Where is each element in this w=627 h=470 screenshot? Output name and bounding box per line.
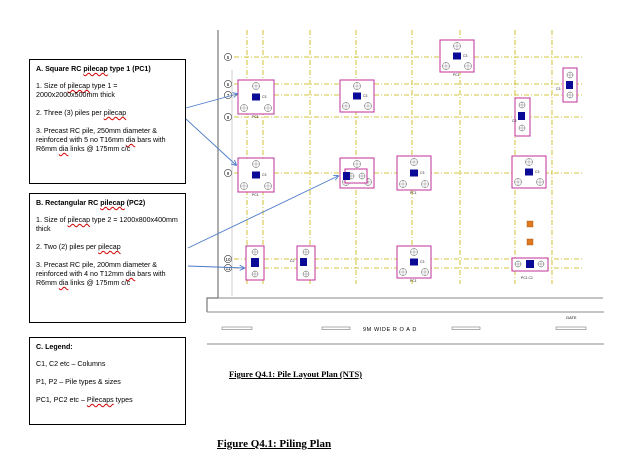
pile-type-marker xyxy=(526,238,534,246)
pile-type-marker xyxy=(526,220,534,228)
panel-pc1-item-2: 2. Three (3) piles per pilecap xyxy=(36,109,127,117)
pilecap-pc2: PC1 C1 xyxy=(511,257,549,280)
grid-label: 9 xyxy=(227,171,230,176)
panel-pc2-item-1: 1. Size of pilecap type 2 = 1200x800x400… xyxy=(36,216,178,233)
panel-pc2-title: B. Rectangular RC pilecap (PC2) xyxy=(36,199,146,207)
pointer-arrow xyxy=(185,118,236,165)
pilecap-label: PC1 xyxy=(252,115,259,119)
pilecap-pc1: C3 xyxy=(339,79,375,113)
column xyxy=(252,93,260,101)
pilecap-pc2: C3 xyxy=(556,67,578,103)
column xyxy=(453,52,461,60)
column xyxy=(252,171,260,179)
column-label: C3 xyxy=(262,173,266,177)
road-marking xyxy=(321,326,351,330)
column xyxy=(251,258,259,267)
column xyxy=(518,112,525,120)
grid-bubble xyxy=(224,169,232,177)
pilecap-label: PC1 C1 xyxy=(521,276,533,280)
grid-bubble xyxy=(224,80,232,88)
road: 9M WIDE R O A D GATE xyxy=(207,311,604,345)
panel-pc1: A. Square RC pilecap type 1 (PC1) 1. Siz… xyxy=(29,59,186,184)
column xyxy=(566,81,573,89)
column xyxy=(526,260,534,268)
site-boundary xyxy=(206,30,603,312)
grid-label: 6 xyxy=(227,82,230,87)
column xyxy=(343,172,350,180)
grid-label: 8 xyxy=(227,115,230,120)
pointer-arrows xyxy=(185,94,338,268)
panel-legend: C. Legend: C1, C2 etc – Columns P1, P2 –… xyxy=(29,337,186,425)
boundary-line xyxy=(206,30,219,312)
column xyxy=(300,258,307,266)
panel-pc2-item-3: 3. Precast RC pile, 200mm diameter & rei… xyxy=(36,261,166,287)
pointer-arrow xyxy=(185,94,237,109)
column-label: C2 xyxy=(290,259,294,263)
pilecap-pc2: C2 xyxy=(290,245,316,281)
panel-legend-item-2: P1, P2 – Pile types & sizes xyxy=(36,378,121,386)
column xyxy=(525,168,533,176)
grid-label: 10 xyxy=(225,257,231,262)
pilecap-label: PC1 xyxy=(252,193,259,197)
column-label: C3 xyxy=(556,87,560,91)
pilecap-pc2 xyxy=(245,245,265,281)
panel-legend-title: C. Legend: xyxy=(36,343,73,351)
grid-label: 5 xyxy=(227,55,230,60)
panel-pc1-title: A. Square RC pilecap type 1 (PC1) xyxy=(36,65,151,73)
road-marking xyxy=(555,326,587,330)
figure-caption: Figure Q4.1: Piling Plan xyxy=(217,438,332,450)
panel-legend-item-3: PC1, PC2 etc – Pilecaps types xyxy=(36,396,133,404)
pilecap-pc1: C3 xyxy=(511,155,547,189)
panel-pc2-item-2: 2. Two (2) piles per pilecap xyxy=(36,243,121,251)
pointer-arrow xyxy=(187,266,244,268)
road-label: 9M WIDE R O A D xyxy=(363,327,417,333)
panel-pc1-item-3: 3. Precast RC pile, 250mm diameter & rei… xyxy=(36,127,166,153)
panel-pc1-item-1: 1. Size of pilecap type 1 = 2000x2000x50… xyxy=(36,82,118,99)
grid-label: 7 xyxy=(227,93,230,98)
gate-label: GATE xyxy=(566,315,577,320)
plan-caption: Figure Q4.1: Pile Layout Plan (NTS) xyxy=(229,369,363,379)
column-label: C3 xyxy=(463,54,467,58)
column xyxy=(410,258,418,266)
road-marking xyxy=(451,326,481,330)
pilecap-pc2: C3 xyxy=(512,97,531,137)
column xyxy=(410,169,418,177)
grid-bubble xyxy=(224,255,232,263)
road-marking xyxy=(221,326,253,330)
grid-bubble xyxy=(224,113,232,121)
grid-label: 11 xyxy=(226,266,231,271)
column-label: C3 xyxy=(512,119,516,123)
panel-pc2: B. Rectangular RC pilecap (PC2) 1. Size … xyxy=(29,193,186,323)
column xyxy=(353,92,361,100)
panel-legend-item-1: C1, C2 etc – Columns xyxy=(36,360,106,368)
pilecaps: C3PC1C3PC1C3C3PC1C3C3PC1C3C3PC1C3C3C2PC1… xyxy=(237,39,578,283)
pilecap-label: PC1 xyxy=(410,191,417,195)
column-label: C3 xyxy=(420,260,424,264)
column-label: C3 xyxy=(420,171,424,175)
grid-bubble xyxy=(224,53,232,61)
column-label: C3 xyxy=(363,94,367,98)
pointer-arrow xyxy=(187,176,338,249)
pilecap-pc2 xyxy=(343,168,368,184)
column-label: C3 xyxy=(535,170,539,174)
pilecap-label: PC1 xyxy=(453,73,460,77)
column-label: C3 xyxy=(262,95,266,99)
pilecap-label: PC1 xyxy=(410,279,417,283)
